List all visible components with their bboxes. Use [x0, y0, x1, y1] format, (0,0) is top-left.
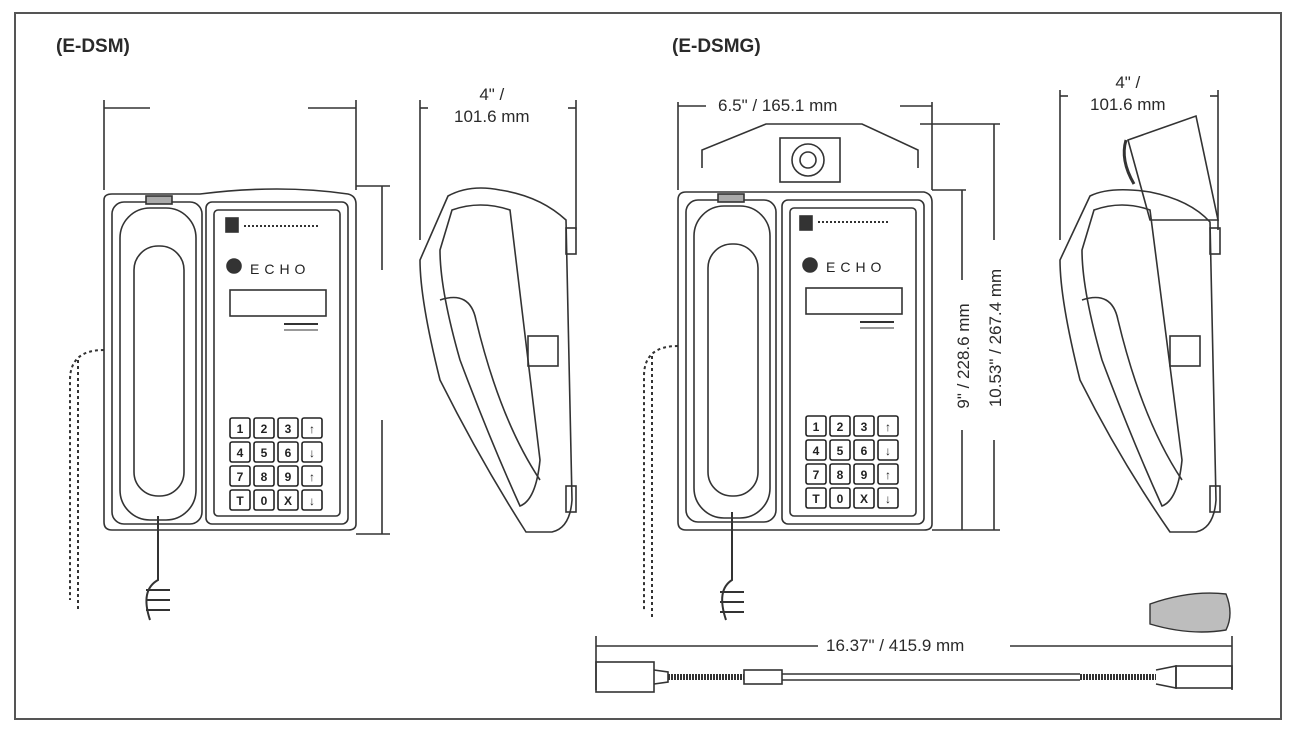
keypad-key-label: ↑	[885, 420, 891, 434]
e-dsm-front-view	[69, 100, 390, 621]
keypad-key-label: 4	[237, 446, 244, 460]
keypad-key-label: 2	[261, 422, 268, 436]
dsmg-depth-label: 4" / 101.6 mm	[1088, 72, 1168, 116]
keypad-key-label: 9	[861, 468, 868, 482]
e-dsm-side-view	[419, 100, 577, 533]
e-dsm-keypad: 1 2 3 ↑ 4 5 6 ↓ 7 8 9 ↑ T 0 X ↓	[229, 417, 323, 511]
gooseneck-microphone	[595, 592, 1233, 693]
keypad-key-label: 3	[861, 420, 868, 434]
keypad-key	[229, 441, 251, 463]
keypad-key-label: 4	[813, 444, 820, 458]
diagram-frame	[14, 12, 1282, 720]
keypad-key-label: 3	[285, 422, 292, 436]
dsmg-height-label: 9" / 228.6 mm	[954, 284, 974, 428]
keypad-key	[277, 441, 299, 463]
keypad-key-label: 0	[837, 492, 844, 506]
keypad-key-label: 7	[813, 468, 820, 482]
keypad-key	[877, 463, 899, 485]
keypad-key-label: 1	[237, 422, 244, 436]
keypad-key-label: 6	[861, 444, 868, 458]
e-dsmg-side-view	[1059, 90, 1221, 533]
keypad-key	[853, 487, 875, 509]
keypad-key	[853, 463, 875, 485]
keypad-key-label: T	[236, 494, 244, 508]
keypad-key	[301, 441, 323, 463]
keypad-key	[853, 415, 875, 437]
keypad-key	[829, 463, 851, 485]
keypad-key	[301, 417, 323, 439]
keypad-key-label: 5	[261, 446, 268, 460]
keypad-key	[877, 439, 899, 461]
keypad-key	[277, 489, 299, 511]
model-label-e-dsmg: (E-DSMG)	[672, 36, 761, 57]
keypad-key-label: ↑	[309, 422, 315, 436]
keypad-key-label: 5	[837, 444, 844, 458]
e-dsmg-keypad: 1 2 3 ↑ 4 5 6 ↓ 7 8 9 ↑ T 0 X ↓	[805, 415, 899, 509]
keypad-key	[877, 415, 899, 437]
dsmg-total-height-label: 10.53" / 267.4 mm	[986, 246, 1006, 430]
keypad-key-label: ↑	[309, 470, 315, 484]
keypad-key-label: X	[284, 494, 292, 508]
keypad-key-label: T	[812, 492, 820, 506]
keypad-key	[877, 487, 899, 509]
keypad-key	[805, 415, 827, 437]
keypad-key	[301, 465, 323, 487]
keypad-key	[253, 441, 275, 463]
keypad-key-label: 8	[261, 470, 268, 484]
keypad-key	[277, 465, 299, 487]
keypad-key	[805, 487, 827, 509]
dsm-depth-label: 4" / 101.6 mm	[452, 84, 532, 128]
keypad-key	[301, 489, 323, 511]
keypad-key	[229, 489, 251, 511]
keypad-key	[229, 417, 251, 439]
keypad-key	[229, 465, 251, 487]
keypad-key-label: 1	[813, 420, 820, 434]
model-label-e-dsm: (E-DSM)	[56, 36, 130, 57]
keypad-key-label: 9	[285, 470, 292, 484]
keypad-key	[853, 439, 875, 461]
keypad-key	[253, 465, 275, 487]
keypad-key-label: 0	[261, 494, 268, 508]
keypad-key	[829, 415, 851, 437]
e-dsmg-front-view	[643, 102, 1000, 621]
keypad-key-label: X	[860, 492, 868, 506]
keypad-key-label: ↓	[309, 494, 315, 508]
e-dsmg-brand-text: ECHO	[826, 259, 886, 275]
keypad-key-label: ↓	[885, 444, 891, 458]
keypad-key-label: ↑	[885, 468, 891, 482]
dsmg-width-label: 6.5" / 165.1 mm	[716, 96, 840, 116]
keypad-key	[829, 439, 851, 461]
keypad-key-label: 2	[837, 420, 844, 434]
keypad-key	[253, 489, 275, 511]
e-dsm-brand-text: ECHO	[250, 261, 310, 277]
keypad-key	[805, 439, 827, 461]
keypad-key-label: 6	[285, 446, 292, 460]
keypad-key	[829, 487, 851, 509]
keypad-key-label: 7	[237, 470, 244, 484]
keypad-key-label: ↓	[885, 492, 891, 506]
keypad-key	[805, 463, 827, 485]
keypad-key-label: ↓	[309, 446, 315, 460]
keypad-key	[253, 417, 275, 439]
gooseneck-length-label: 16.37" / 415.9 mm	[824, 636, 967, 656]
keypad-key-label: 8	[837, 468, 844, 482]
keypad-key	[277, 417, 299, 439]
